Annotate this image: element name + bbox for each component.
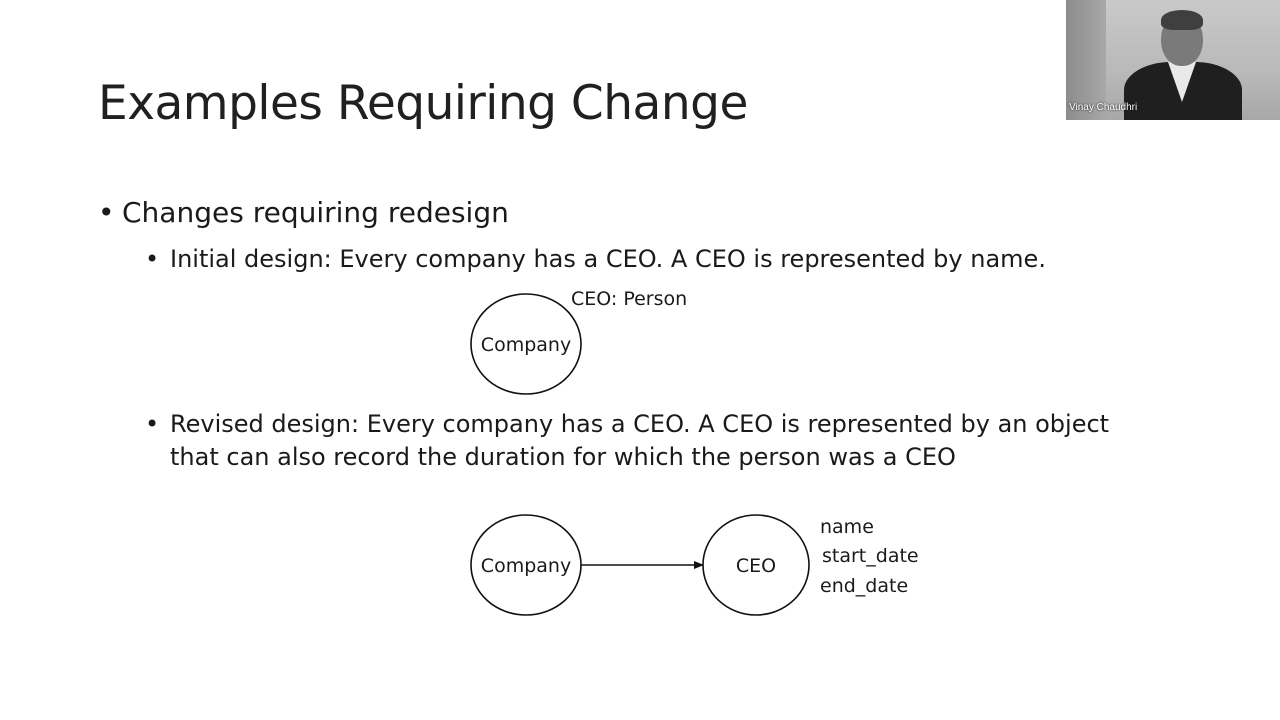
video-person-hair xyxy=(1161,10,1203,30)
participant-video-thumbnail[interactable]: Vinay Chaudhri xyxy=(1066,0,1280,120)
attribute-name: name xyxy=(820,516,874,538)
ceo-node-label: CEO xyxy=(736,555,776,577)
bullet-dot: • xyxy=(145,410,160,438)
attribute-end-date: end_date xyxy=(820,575,908,597)
bullet-text-line2: that can also record the duration for wh… xyxy=(170,443,956,471)
company-node-label: Company xyxy=(481,555,571,577)
initial-design-diagram: Company CEO: Person xyxy=(470,288,687,395)
bullet-dot: • xyxy=(98,196,115,229)
bullet-changes-requiring-redesign: •Changes requiring redesign xyxy=(98,196,509,229)
attribute-start-date: start_date xyxy=(822,545,919,567)
slide-title: Examples Requiring Change xyxy=(98,76,748,131)
bullet-initial-design: • Initial design: Every company has a CEO… xyxy=(145,243,1046,276)
company-node-label: Company xyxy=(481,334,571,356)
company-node xyxy=(470,293,582,395)
bullet-text-line1: Revised design: Every company has a CEO.… xyxy=(170,410,1110,438)
video-background-shelf xyxy=(1066,0,1106,120)
bullet-revised-design: • Revised design: Every company has a CEO… xyxy=(145,408,1109,474)
bullet-text: Initial design: Every company has a CEO.… xyxy=(170,245,1046,273)
revised-design-diagram: Company CEO name start_date end_date xyxy=(470,514,919,616)
bullet-text: Changes requiring redesign xyxy=(122,196,509,229)
participant-name-tag: Vinay Chaudhri xyxy=(1069,102,1138,113)
ceo-person-attribute: CEO: Person xyxy=(571,288,687,310)
ceo-node xyxy=(702,514,810,616)
bullet-dot: • xyxy=(145,245,160,273)
